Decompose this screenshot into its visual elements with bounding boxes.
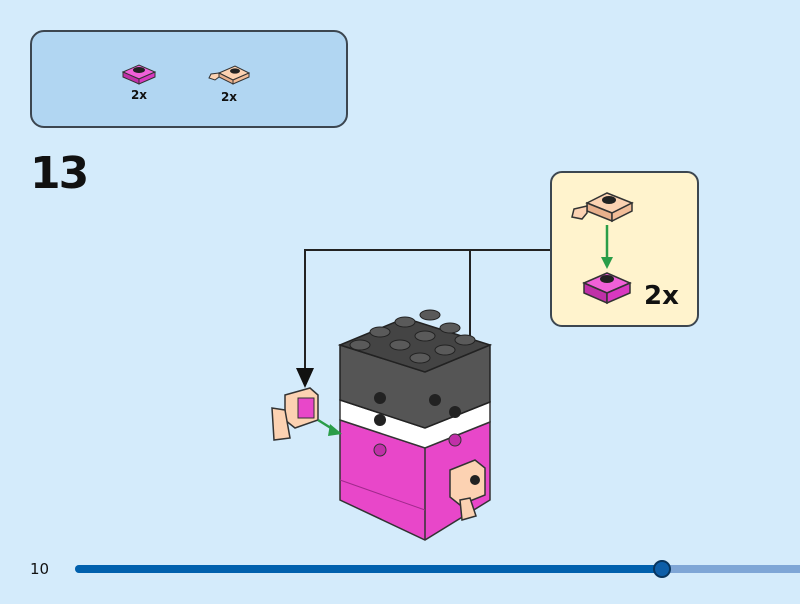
- parts-list-panel: 2x 2x: [30, 30, 348, 128]
- parts-list-item: 2x: [204, 62, 254, 104]
- arrow-head-icon: [296, 368, 314, 388]
- page-number: 10: [30, 560, 50, 578]
- nougat-clip-right: [449, 459, 486, 506]
- part-quantity: 2x: [130, 88, 148, 102]
- green-arrow-icon: [328, 424, 342, 436]
- sub-assembly-illustration: [571, 192, 634, 305]
- parts-list-item: 2x: [114, 62, 164, 102]
- part-quantity: 2x: [220, 90, 238, 104]
- nougat-clip-plate-icon: [208, 65, 251, 85]
- progress-fill: [75, 565, 663, 573]
- step-number: 13: [30, 148, 89, 199]
- sub-assembly-callout: 2x: [550, 171, 699, 327]
- progress-knob: [653, 560, 672, 578]
- progress-bar: [75, 560, 800, 578]
- green-arrow-icon: [601, 257, 613, 269]
- pink-plate-icon: [121, 64, 157, 85]
- callout-quantity: 2x: [644, 281, 679, 311]
